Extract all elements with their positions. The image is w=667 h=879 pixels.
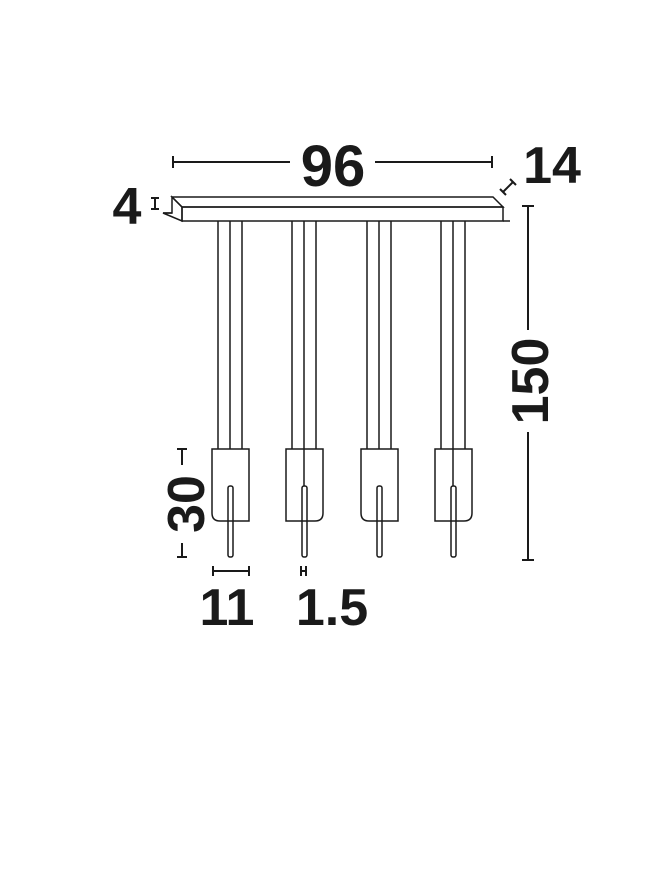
glass-shade <box>434 448 473 522</box>
canopy-height-dimension: 4 <box>113 178 159 236</box>
depth-dimension: 14 <box>499 137 581 196</box>
total-height-dimension: 150 <box>502 205 560 561</box>
led-rod <box>450 485 457 558</box>
canopy-bar <box>162 195 510 223</box>
shade-width-dimension: 11 <box>200 566 255 637</box>
glass-shade <box>285 448 324 522</box>
glass-shade <box>211 448 250 522</box>
rod-diameter-label: 1.5 <box>296 579 368 637</box>
shade-width-label: 11 <box>200 579 255 637</box>
led-rod <box>227 485 234 558</box>
total-height-label: 150 <box>502 338 560 425</box>
width-dimension: 96 <box>172 134 493 199</box>
pendants <box>211 221 473 558</box>
pendant <box>434 221 473 558</box>
canopy-height-label: 4 <box>113 178 142 236</box>
led-rod <box>301 485 308 558</box>
width-label: 96 <box>301 134 366 199</box>
rod-diameter-dimension: 1.5 <box>296 566 368 637</box>
pendant <box>211 221 250 558</box>
pendant <box>285 221 324 558</box>
shade-height-dimension: 30 <box>158 448 216 558</box>
pendant <box>360 221 399 558</box>
shade-height-label: 30 <box>158 475 216 533</box>
depth-label: 14 <box>523 137 581 195</box>
led-rod <box>376 485 383 558</box>
glass-shade <box>360 448 399 522</box>
